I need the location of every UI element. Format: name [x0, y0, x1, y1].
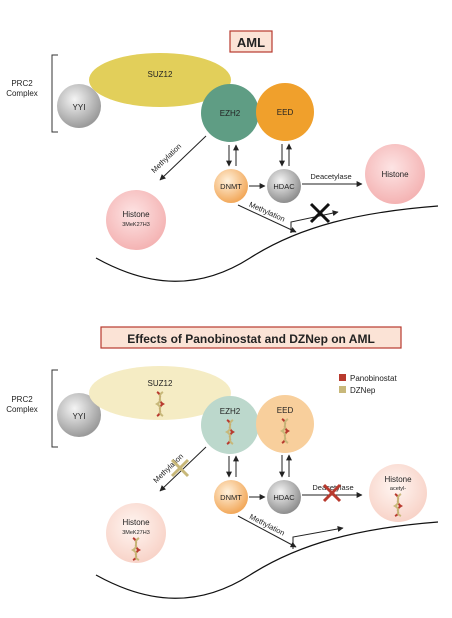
histone-right-node: [365, 144, 425, 204]
histone-right-node-2: [369, 464, 427, 522]
arrow-methylation-diag: [159, 135, 207, 181]
eed-label: EED: [277, 108, 294, 117]
legend-label-panobinostat: Panobinostat: [350, 374, 397, 383]
dnmt-label-2: DNMT: [220, 493, 242, 502]
ezh2-node: [201, 84, 259, 142]
yyi-node: [57, 84, 101, 128]
ezh2-label-2: EZH2: [220, 407, 241, 416]
suz12-label-2: SUZ12: [148, 379, 173, 388]
histone-left-node-2: [106, 503, 166, 563]
histone-left-label-2: Histone: [122, 518, 150, 527]
hdac-node-2: [267, 480, 301, 514]
ezh2-helix-icon: [224, 419, 236, 445]
prc2-bracket: [51, 54, 58, 133]
methylation-diag-label: Methylation: [149, 142, 183, 175]
transcription-arrow-2: [292, 526, 344, 549]
dna-curve: [95, 205, 439, 282]
histone-left-sublabel: 3MeK27H3: [122, 222, 150, 228]
deacetylase-label: Deacetylase: [310, 172, 351, 181]
prc2-label-line2: Complex: [6, 89, 38, 98]
dnmt-label: DNMT: [220, 182, 242, 191]
dznep-block-x-icon: [170, 458, 190, 478]
eed-helix-icon: [279, 418, 291, 444]
hdac-label: HDAC: [273, 182, 295, 191]
panobinostat-block-x-icon: [322, 483, 342, 503]
dnmt-node-2: [214, 480, 248, 514]
arrow-methylation-low-2: [237, 515, 297, 548]
histone-right-label-2: Histone: [384, 475, 412, 484]
aml-title: AML: [237, 35, 265, 50]
suz12-node: [89, 53, 231, 107]
yyi-node-2: [57, 393, 101, 437]
yyi-label-2: YYI: [73, 412, 86, 421]
suz12-node-2: [89, 366, 231, 420]
aml-title-box: [229, 30, 273, 53]
suz12-label: SUZ12: [148, 70, 173, 79]
eed-node: [256, 83, 314, 141]
prc2-label-line2-2: Complex: [6, 405, 38, 414]
yyi-label: YYI: [73, 103, 86, 112]
legend: Panobinostat DZNep: [339, 374, 397, 395]
histone-right-label: Histone: [381, 170, 409, 179]
arrow-methylation-low: [237, 204, 297, 233]
legend-label-dznep: DZNep: [350, 386, 376, 395]
hdac-node: [267, 169, 301, 203]
effects-title: Effects of Panobinostat and DZNep on AML: [127, 332, 375, 346]
legend-swatch-dznep: [339, 386, 346, 393]
prc2-label-line1-2: PRC2: [11, 395, 33, 404]
histone-left-sublabel-2: 3MeK27H3: [122, 530, 150, 536]
effects-title-box: [100, 326, 402, 349]
panel-bottom: Effects of Panobinostat and DZNep on AML…: [6, 326, 439, 599]
prc2-bracket-2: [51, 369, 58, 448]
histone-left-helix-icon: [130, 537, 142, 561]
ezh2-label: EZH2: [220, 109, 241, 118]
hdac-label-2: HDAC: [273, 493, 295, 502]
histone-right-helix-icon: [392, 493, 404, 517]
block-x-icon: [309, 202, 331, 224]
dnmt-node: [214, 169, 248, 203]
eed-label-2: EED: [277, 406, 294, 415]
panel-top: AML PRC2 Complex YYI SUZ12 EZH2 EED DNMT…: [6, 30, 439, 282]
prc2-label-line1: PRC2: [11, 79, 33, 88]
deacetylase-label-2: Deacetylase: [312, 483, 353, 492]
dznep-helix-icon: [154, 391, 166, 417]
legend-swatch-panobinostat: [339, 374, 346, 381]
dna-curve-2: [95, 521, 439, 599]
histone-right-sublabel-2: acetyl-: [390, 486, 406, 492]
histone-left-label: Histone: [122, 210, 150, 219]
histone-left-node: [106, 190, 166, 250]
